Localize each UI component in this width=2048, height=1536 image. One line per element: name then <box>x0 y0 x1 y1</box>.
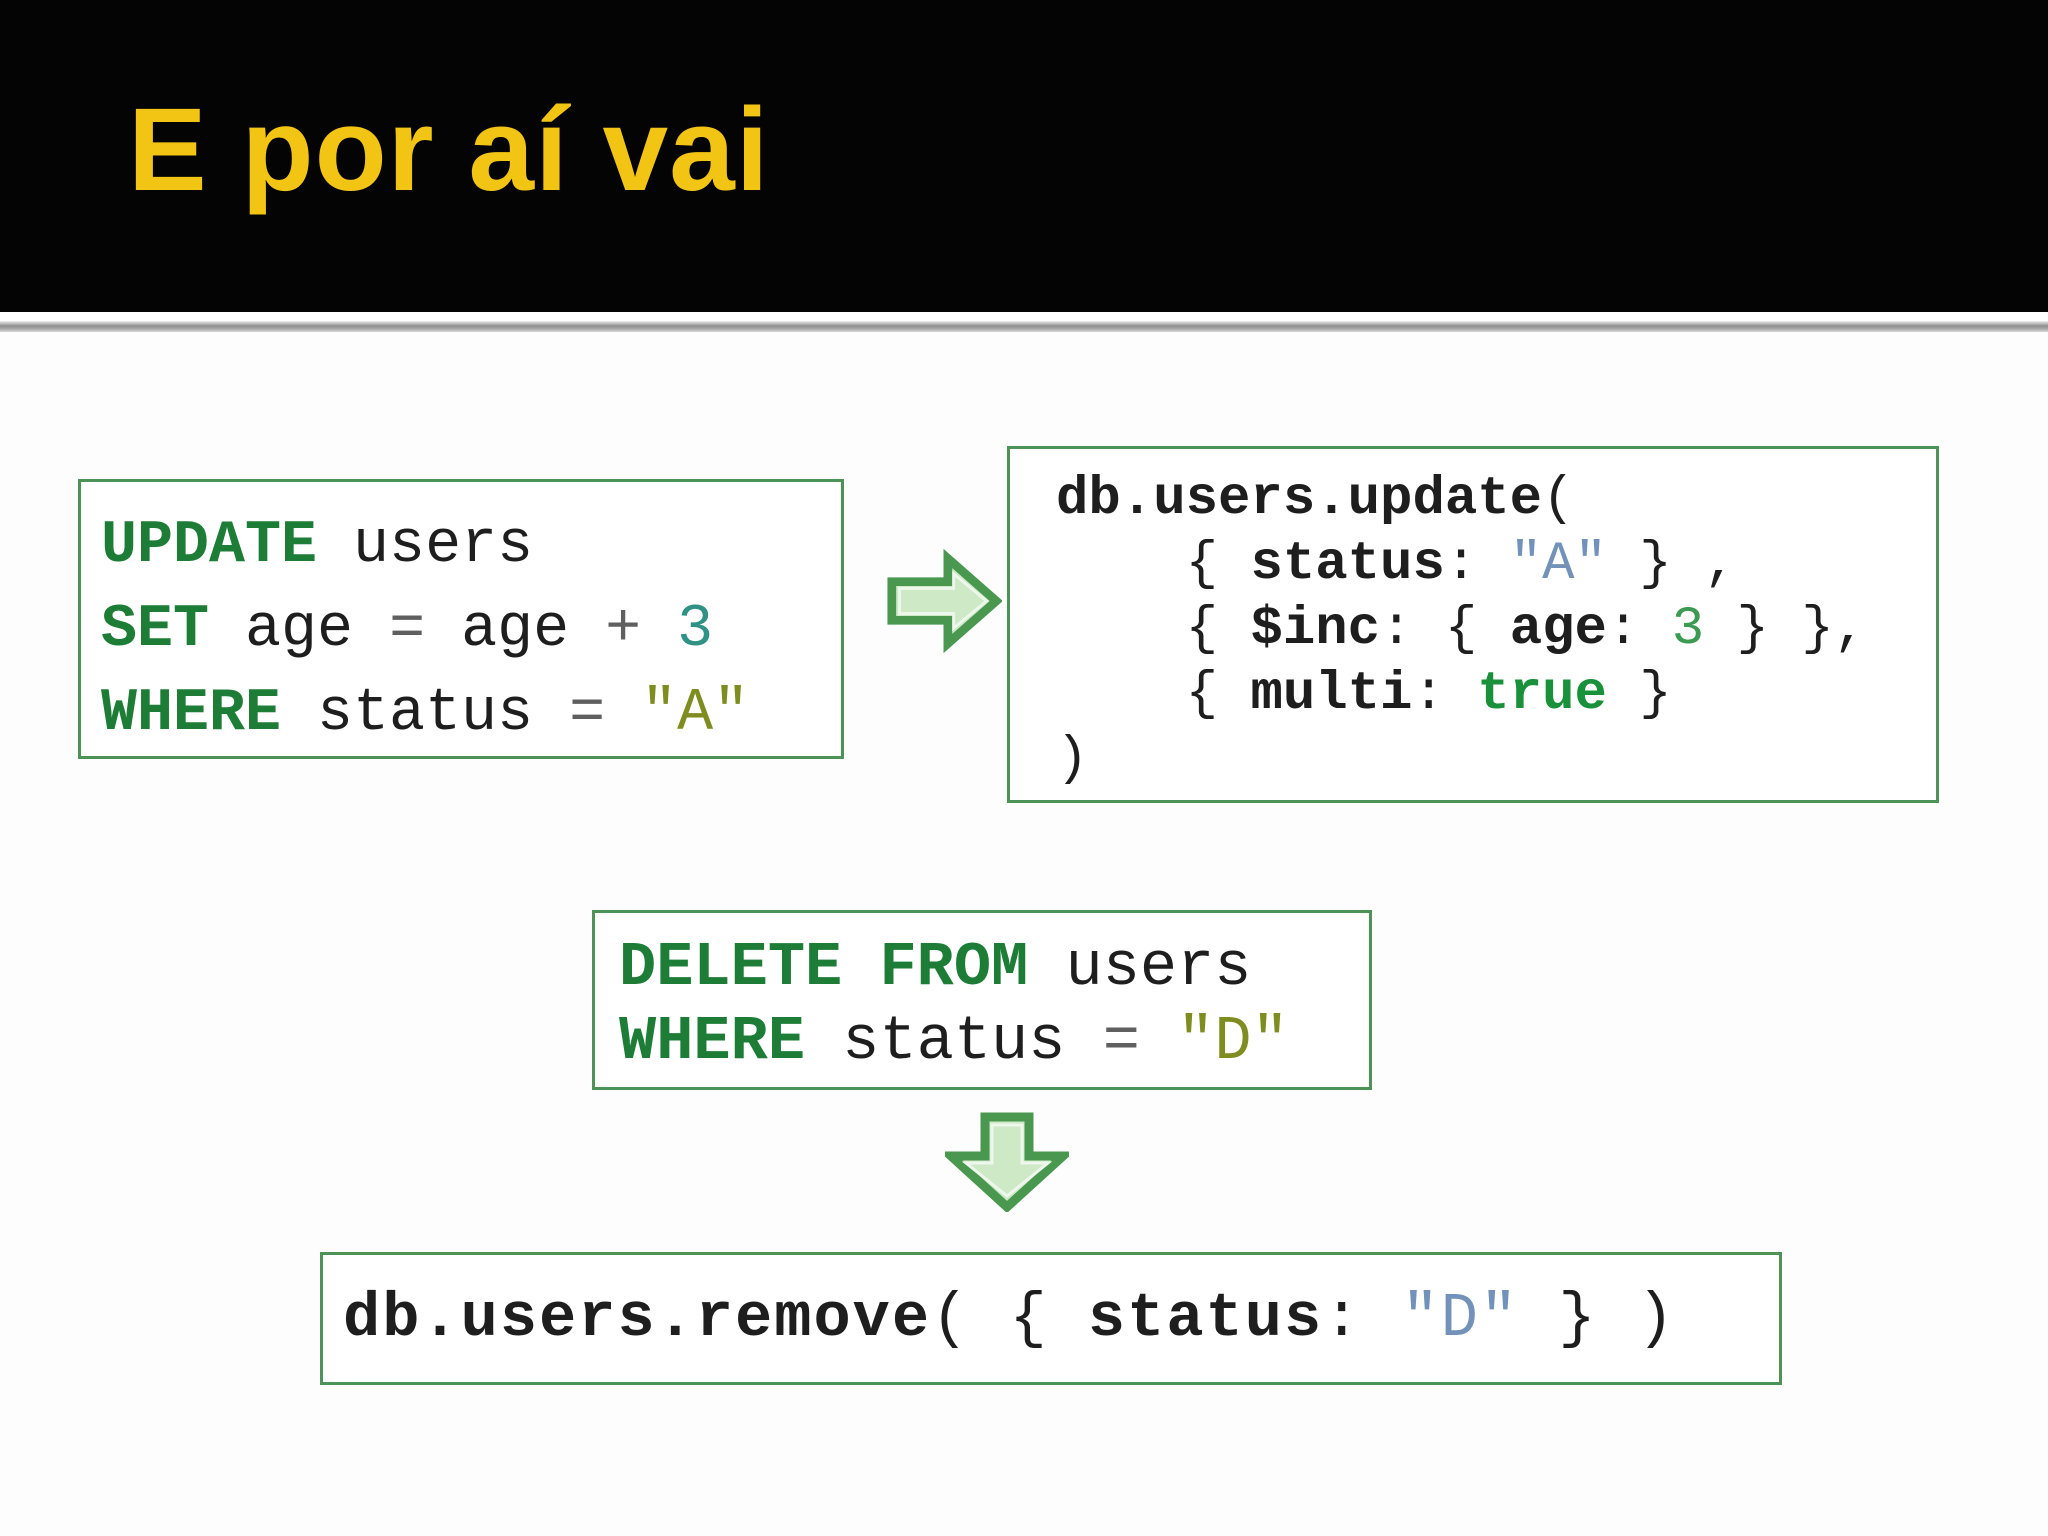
code-token: "D" <box>1401 1283 1520 1354</box>
code-token: status <box>281 680 570 748</box>
code-token: "A" <box>1509 534 1607 595</box>
code-token: } ) <box>1519 1283 1677 1354</box>
code-token: { <box>1056 664 1251 725</box>
code-line: db.users.remove( { status: "D" } ) <box>343 1279 1759 1359</box>
code-line: WHERE status = "A" <box>101 672 821 756</box>
code-token: : <box>1606 599 1672 660</box>
mongo-remove-box: db.users.remove( { status: "D" } ) <box>320 1252 1782 1385</box>
code-line: WHERE status = "D" <box>619 1005 1345 1079</box>
code-token: status <box>805 1006 1103 1077</box>
code-token: : <box>1323 1283 1402 1354</box>
code-token: db.users.update <box>1056 469 1543 530</box>
code-token: db.users.remove <box>343 1283 932 1354</box>
code-token: true <box>1477 664 1607 725</box>
code-token: "A" <box>641 680 750 748</box>
header-separator-gap <box>0 312 2048 321</box>
code-token: } , <box>1606 534 1737 595</box>
code-token: status <box>1250 534 1445 595</box>
code-token: } <box>1606 664 1672 725</box>
code-token: users <box>1028 932 1252 1003</box>
code-token: : <box>1444 534 1510 595</box>
header-separator-line <box>0 321 2048 332</box>
code-line: ) <box>1056 727 1890 792</box>
code-token: "D" <box>1177 1006 1289 1077</box>
right-arrow-icon <box>887 549 1002 653</box>
code-token: : { <box>1380 599 1510 660</box>
code-token: } }, <box>1704 599 1867 660</box>
code-token: ( { <box>931 1283 1088 1354</box>
code-token: { <box>1056 534 1251 595</box>
code-token: multi <box>1250 664 1413 725</box>
code-token <box>605 680 641 748</box>
code-line: { $inc: { age: 3 } }, <box>1056 597 1890 662</box>
code-token: UPDATE <box>101 512 318 580</box>
code-token: age <box>1509 599 1607 660</box>
code-token: age <box>425 596 606 664</box>
code-token <box>1140 1006 1177 1077</box>
code-token: ) <box>1056 729 1089 790</box>
code-token: WHERE <box>619 1006 806 1077</box>
code-token: DELETE FROM <box>619 932 1029 1003</box>
code-token <box>641 596 677 664</box>
code-token: 3 <box>1671 599 1705 660</box>
code-token: + <box>605 596 642 664</box>
code-line: SET age = age + 3 <box>101 588 821 672</box>
page-title: E por aí vai <box>128 84 770 216</box>
code-line: UPDATE users <box>101 504 821 588</box>
code-token: status <box>1087 1283 1324 1354</box>
code-token: = <box>569 680 606 748</box>
code-token: users <box>317 512 534 580</box>
code-token: 3 <box>677 596 714 664</box>
code-line: DELETE FROM users <box>619 931 1345 1005</box>
code-line: { multi: true } <box>1056 662 1890 727</box>
code-line: db.users.update( <box>1056 467 1890 532</box>
code-token: = <box>389 596 426 664</box>
header-bar: E por aí vai <box>0 0 2048 312</box>
code-token: ( <box>1542 469 1575 530</box>
code-token: SET <box>101 596 210 664</box>
down-arrow-icon <box>945 1112 1069 1212</box>
code-token: $inc <box>1250 599 1381 660</box>
code-line: { status: "A" } , <box>1056 532 1890 597</box>
code-token: age <box>209 596 390 664</box>
mongo-update-box: db.users.update( { status: "A" } , { $in… <box>1007 446 1939 803</box>
code-token: { <box>1056 599 1251 660</box>
code-token: WHERE <box>101 680 282 748</box>
code-token: : <box>1412 664 1478 725</box>
code-token: = <box>1102 1006 1140 1077</box>
